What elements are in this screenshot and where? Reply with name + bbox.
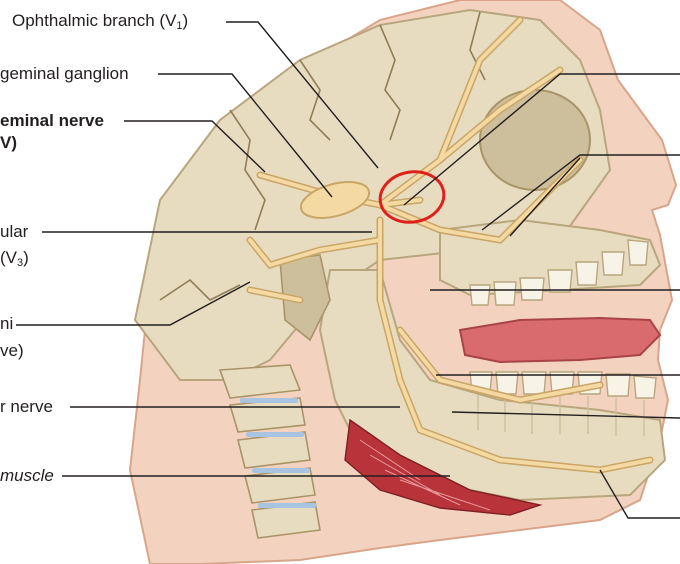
label-chorda-tympani-nerve: ve) xyxy=(0,341,24,360)
upper-teeth xyxy=(469,239,649,306)
label-lingual-nerve: r nerve xyxy=(0,397,53,416)
cranial-sutures xyxy=(159,11,486,301)
tongue xyxy=(458,316,662,364)
leader-ganglion xyxy=(158,73,333,198)
leader-right-2b xyxy=(509,157,581,237)
leader-right-6 xyxy=(599,469,680,519)
leader-right-5 xyxy=(451,411,680,419)
label-trigeminal-nerve-v: V) xyxy=(0,133,17,152)
highlight-circle xyxy=(378,170,446,224)
lower-teeth xyxy=(469,371,657,399)
leader-tympani xyxy=(16,281,251,326)
label-muscle: muscle xyxy=(0,466,54,485)
label-trigeminal-nerve: eminal nerve xyxy=(0,111,104,130)
mylohyoid-muscle xyxy=(344,418,543,516)
label-chorda-tympani: ni xyxy=(0,314,14,333)
leader-ophthalmic xyxy=(226,21,379,169)
label-trigeminal-ganglion: geminal ganglion xyxy=(0,64,129,83)
trigeminal-ganglion xyxy=(299,181,371,219)
leader-trigeminal xyxy=(124,120,266,173)
leader-right-2 xyxy=(481,154,680,231)
mastoid-process xyxy=(279,254,331,342)
mandible xyxy=(318,269,667,502)
label-mandibular: ular xyxy=(0,222,29,241)
muscle-fibers xyxy=(359,439,491,511)
leader-right-1 xyxy=(403,73,680,206)
leader-lines xyxy=(16,21,680,519)
intervertebral-discs xyxy=(240,398,316,508)
label-mandibular-v3: (V3) xyxy=(0,248,29,269)
orbit xyxy=(479,89,591,191)
label-ophthalmic-branch: Ophthalmic branch (V1) xyxy=(12,11,189,32)
